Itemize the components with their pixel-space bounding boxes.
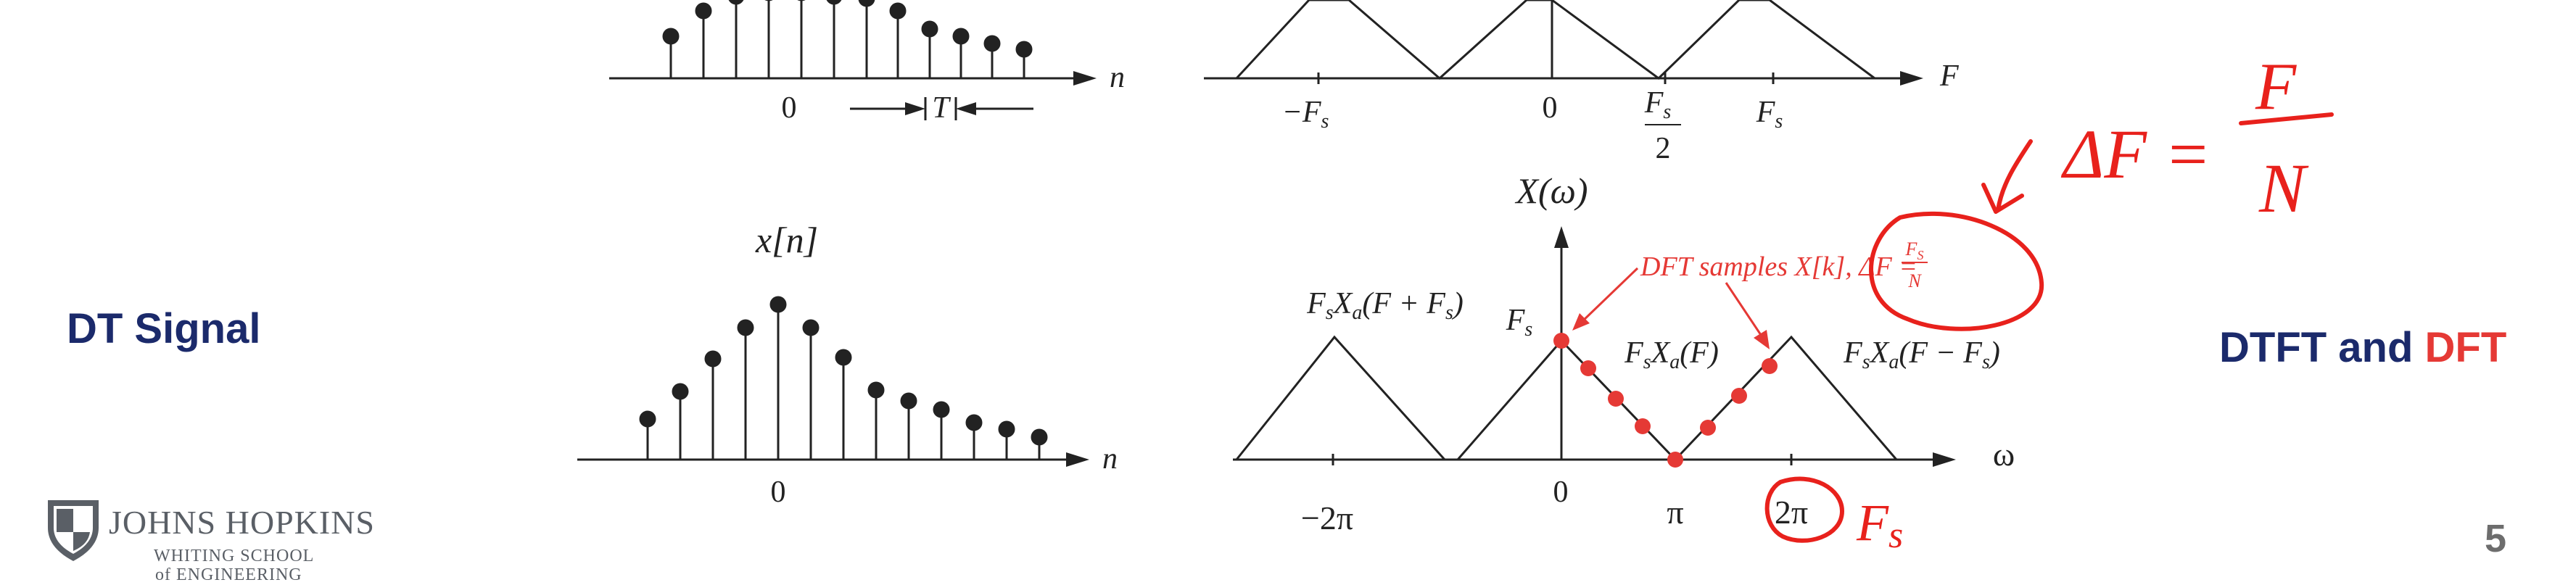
handwritten-n-den: N [2258,149,2309,227]
right-copy-label: FsXa(F − Fs) [1843,336,2000,373]
left-triangle [1235,335,1446,461]
stem-dot-11 [998,420,1015,438]
tick-pi: π [1667,494,1683,531]
logo-school-line2: of ENGINEERING [155,565,302,584]
dt-signal-label: DT Signal [67,305,261,352]
handwritten-fs-num: F [2255,49,2297,123]
dft-sample-dot-2 [1608,391,1624,407]
stem-dot-5 [802,319,820,336]
stem-dot-2 [704,350,722,368]
stem-dot-2 [728,0,744,5]
fs-peak-label: Fs [1506,304,1533,341]
fs-half-numerator: Fs [1644,86,1672,123]
fs-label-top: Fs [1756,96,1783,133]
dft-sample-dot-4 [1667,452,1683,468]
dft-fraction-num: FS [1905,238,1924,262]
logo-name: JOHNS HOPKINS [109,504,376,541]
top-left-axis-arrow [1073,71,1097,86]
handwritten-fs-note: Fs [1856,494,1903,556]
stem-dot-8 [921,20,938,38]
stem-dot-0 [662,28,680,45]
fs-half-denominator: 2 [1656,132,1671,165]
top-right-spectrum [1204,0,1923,86]
stem-dot-9 [952,28,970,45]
stem-dot-9 [933,401,950,418]
stem-dot-7 [867,381,885,399]
dtft-text: DTFT and [2219,324,2425,371]
spectrum-title: X(ω) [1514,170,1588,211]
right-triangle [1674,335,1898,461]
left-copy-label: FsXa(F + Fs) [1306,287,1464,324]
neg-fs-label: −Fs [1282,96,1329,133]
stem-dot-0 [639,410,656,428]
logo-school-line1: WHITING SCHOOL [154,547,315,565]
center-copy-label: FsXa(F) [1624,336,1719,373]
stem-dot-3 [737,319,754,336]
stem-dot-10 [965,414,983,431]
stem-dot-11 [1015,41,1033,58]
dft-sample-dot-5 [1700,420,1716,436]
top-left-stem-plot [609,0,1097,86]
tick-neg-2pi: −2π [1301,499,1353,536]
dft-note-arrows [1572,267,1770,349]
signal-n-label: n [1102,442,1118,476]
handwritten-circle-delta-f [1869,211,2044,331]
omega-label: ω [1993,436,2015,473]
top-right-axis-label: F [1939,59,1959,93]
page-number: 5 [2485,517,2507,560]
tick-2pi: 2π [1775,494,1808,531]
handwritten-fraction-bar [2239,112,2334,125]
dtft-and-dft-label: DTFT and DFT [2219,323,2506,372]
stem-dot-4 [769,296,787,313]
dft-sample-dot-0 [1553,333,1569,349]
stem-dot-12 [1031,428,1048,446]
dft-sample-dot-6 [1731,388,1747,404]
stem-dot-7 [889,2,907,20]
signal-zero-label: 0 [771,476,786,509]
handwritten-delta-f: ΔF = [2060,115,2211,193]
top-left-stems [662,0,1033,78]
top-left-n-label: n [1110,61,1125,94]
dft-text: DFT [2424,324,2507,371]
handwritten-arrow [1981,139,2033,214]
top-left-zero-label: 0 [782,91,797,125]
signal-stems [639,296,1048,460]
stem-dot-1 [695,2,712,20]
period-label: T [932,91,951,125]
dft-sample-dot-7 [1762,358,1778,374]
handwritten-annotations [1764,139,2044,543]
dft-samples-note: DFT samples X[k], ΔF = [1640,252,1917,282]
stem-dot-10 [983,35,1001,52]
omega-axis-arrow [1933,452,1956,467]
dft-sample-dot-1 [1580,360,1596,376]
stem-dot-6 [835,349,852,366]
top-right-zero-label: 0 [1543,91,1558,125]
stem-dot-5 [826,0,842,5]
stem-dot-1 [672,383,689,400]
signal-stem-plot [577,296,1089,467]
stem-dot-8 [900,392,917,410]
dft-fraction-den: N [1907,270,1922,291]
dft-sample-dots [1553,333,1778,468]
signal-axis-arrow [1066,452,1089,467]
dft-sample-dot-3 [1635,418,1651,434]
x-omega-axis-arrow [1554,226,1569,248]
stem-dot-6 [858,0,875,7]
signal-title: x[n] [755,220,818,260]
period-marker [850,97,1033,120]
tick-zero: 0 [1553,476,1569,509]
handwritten-circle-2pi [1764,476,1844,543]
shield-icon [48,500,99,561]
